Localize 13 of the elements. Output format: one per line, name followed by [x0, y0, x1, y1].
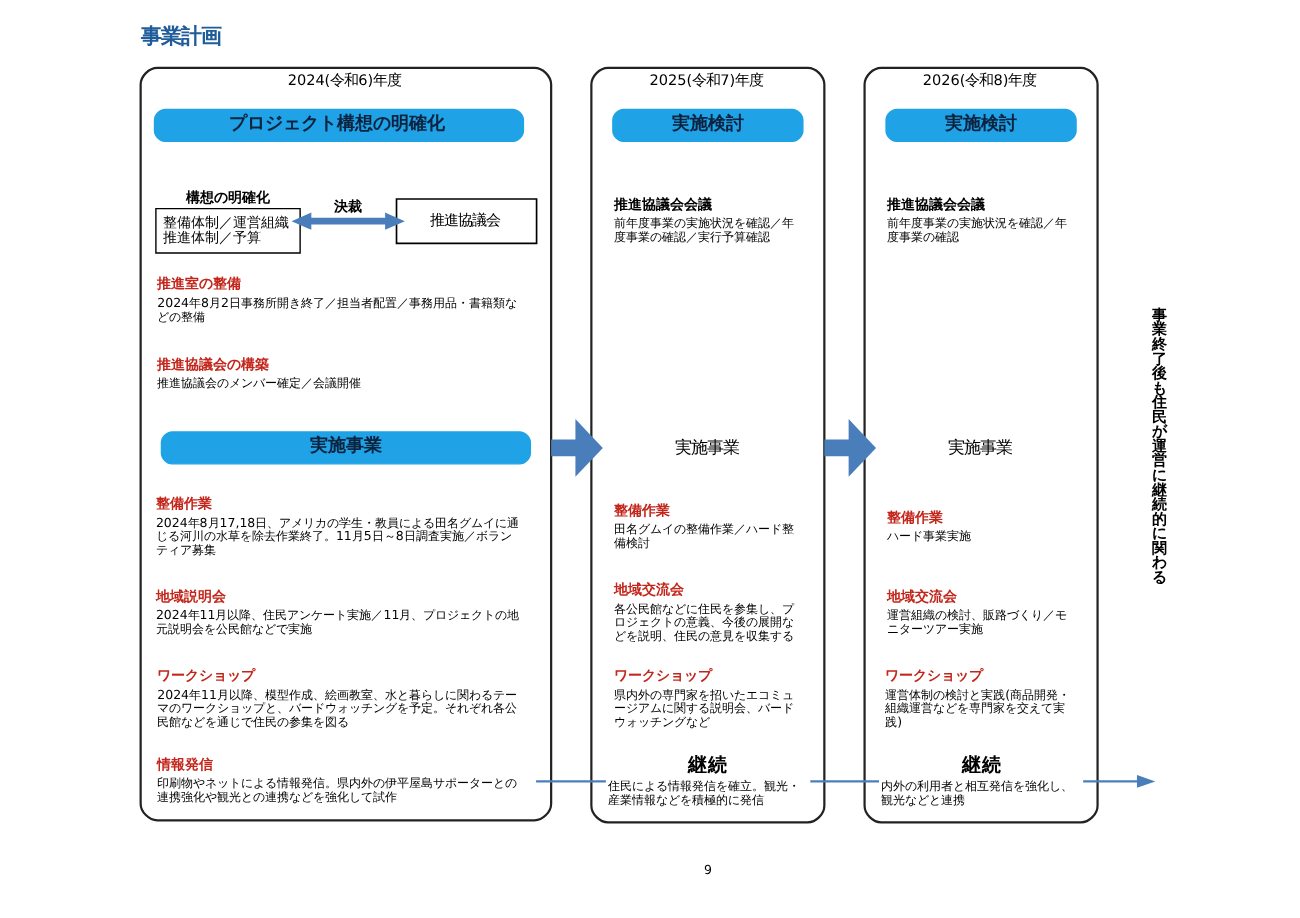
node-box: 実施事業: [159, 431, 531, 465]
arrow: [823, 419, 876, 477]
arrow: [550, 419, 602, 477]
arrow: [290, 212, 404, 230]
node-box: プロジェクト構想の明確化: [152, 108, 524, 143]
connector: [809, 780, 878, 783]
label: 実施事業: [946, 436, 1011, 457]
arrow: [1082, 775, 1155, 788]
diagram-title: 事業計画: [139, 24, 220, 49]
node-box: 実施検討: [884, 108, 1076, 143]
node-box: 実施検討: [611, 108, 803, 143]
label: 実施事業: [673, 436, 738, 457]
connector: [535, 780, 605, 783]
